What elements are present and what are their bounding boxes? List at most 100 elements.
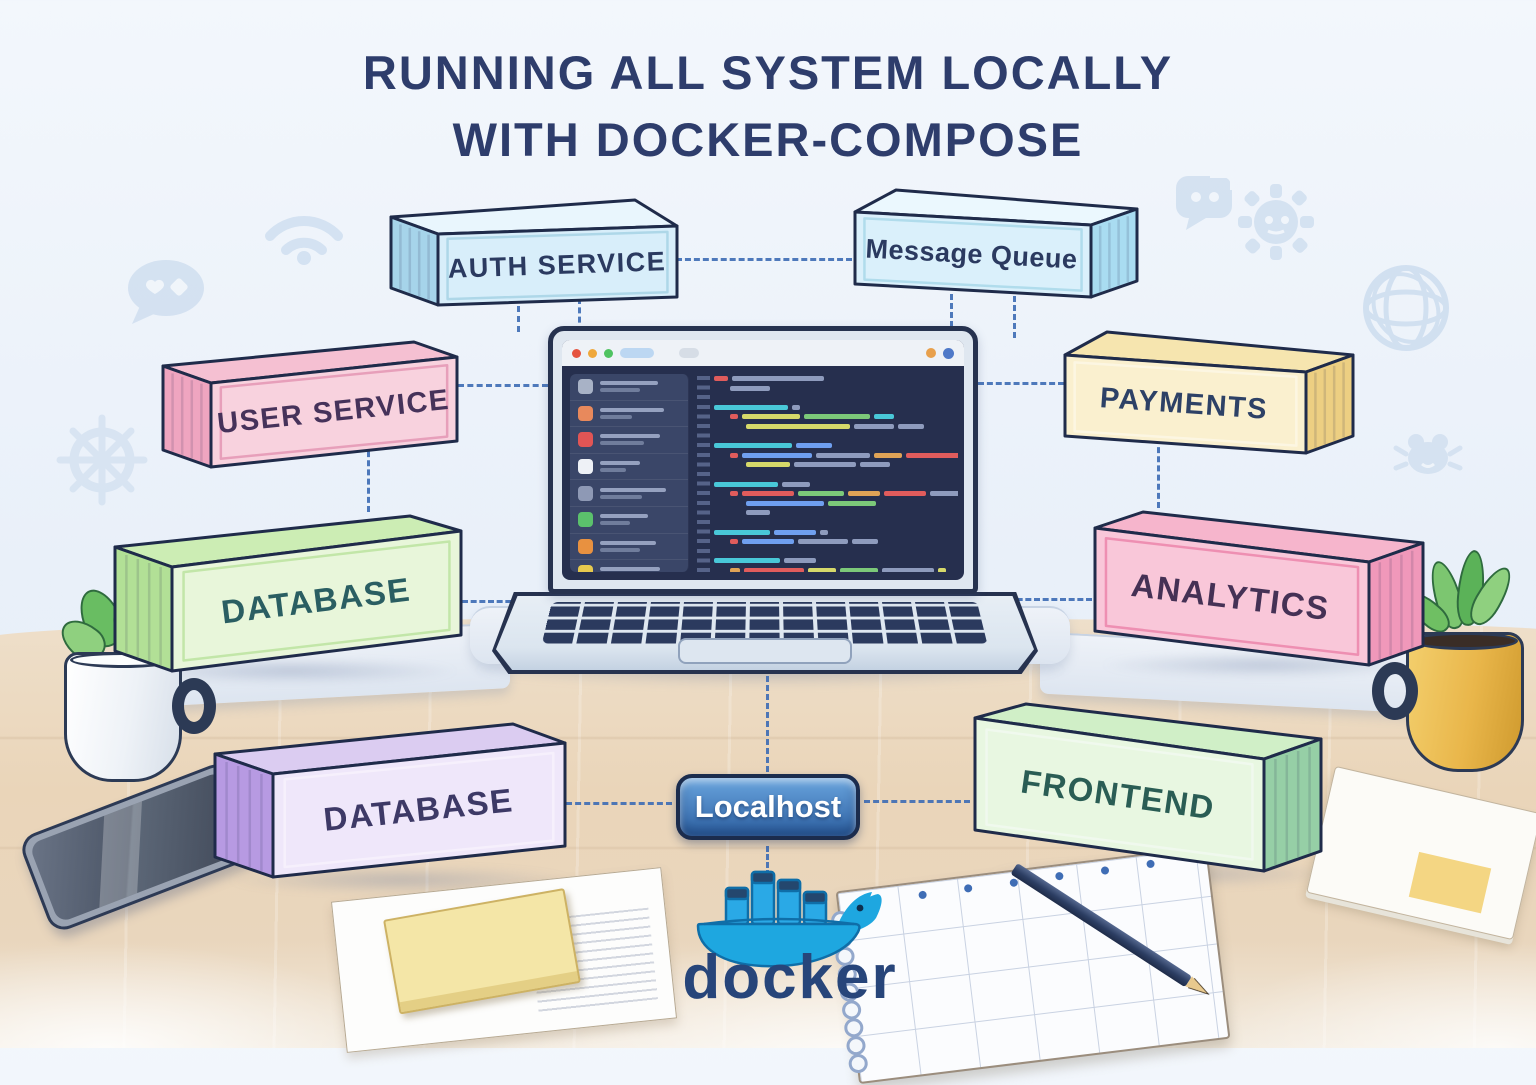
code-line bbox=[714, 423, 958, 429]
laptop-screen bbox=[548, 326, 978, 594]
docker-wordmark: docker bbox=[682, 943, 898, 1012]
globe-icon bbox=[1363, 265, 1449, 351]
code-line bbox=[714, 549, 958, 554]
mug-body bbox=[1406, 632, 1524, 772]
code-line bbox=[714, 481, 958, 487]
address-bar bbox=[679, 348, 699, 358]
service-list-item bbox=[570, 507, 688, 534]
container-box-art bbox=[161, 340, 459, 469]
service-icon bbox=[578, 379, 593, 395]
service-list-item bbox=[570, 427, 688, 454]
service-icon bbox=[578, 538, 593, 554]
connector-database-laptop bbox=[462, 600, 546, 603]
connector-mq-laptop-1 bbox=[950, 294, 953, 336]
container-box-art bbox=[853, 188, 1139, 299]
code-line bbox=[714, 443, 958, 449]
title-line-2: WITH DOCKER-COMPOSE bbox=[452, 112, 1084, 166]
mug-handle bbox=[1372, 662, 1418, 720]
container-label: PAYMENTS bbox=[1098, 381, 1270, 426]
code-line bbox=[714, 404, 958, 410]
code-line bbox=[714, 558, 958, 564]
code-line bbox=[714, 510, 958, 516]
container-box-art bbox=[1063, 330, 1355, 455]
container-box-art bbox=[389, 198, 679, 307]
service-icon bbox=[578, 565, 593, 572]
service-text-bars bbox=[600, 405, 680, 422]
maximize-window-icon bbox=[604, 348, 613, 358]
minimize-window-icon bbox=[588, 348, 597, 358]
localhost-label: Localhost bbox=[694, 789, 842, 824]
service-text-bars bbox=[600, 511, 680, 528]
laptop-deck bbox=[496, 596, 1034, 670]
connector-auth-mq bbox=[676, 258, 852, 261]
service-text-bars bbox=[600, 431, 680, 448]
container-label: AUTH SERVICE bbox=[447, 246, 667, 284]
connector-analytics-laptop bbox=[982, 598, 1092, 601]
container-message-queue: Message Queue bbox=[852, 186, 1140, 300]
code-area bbox=[714, 376, 958, 572]
service-text-bars bbox=[600, 485, 680, 502]
service-icon bbox=[578, 512, 593, 528]
plant-mug-left bbox=[30, 576, 216, 794]
code-line bbox=[714, 376, 958, 381]
wifi-icon bbox=[265, 215, 343, 265]
code-line bbox=[714, 539, 958, 545]
code-line bbox=[714, 491, 958, 497]
service-icon bbox=[578, 485, 593, 501]
browser-titlebar bbox=[562, 340, 964, 366]
bug-icon bbox=[1393, 434, 1463, 474]
mug-body bbox=[64, 652, 182, 782]
browser-tab bbox=[620, 348, 654, 358]
plant-mug-right bbox=[1372, 548, 1536, 800]
laptop-base bbox=[492, 592, 1038, 674]
service-icon bbox=[578, 459, 593, 475]
container-analytics: ANALYTICS bbox=[1092, 508, 1426, 668]
service-text-bars bbox=[600, 538, 680, 555]
service-list-item bbox=[570, 534, 688, 561]
notebook-dot bbox=[918, 889, 928, 899]
message-icon bbox=[1176, 174, 1234, 230]
container-auth-service: AUTH SERVICE bbox=[388, 196, 680, 308]
code-line bbox=[714, 385, 958, 391]
connector-payments-analytics bbox=[1157, 438, 1160, 508]
code-line bbox=[714, 414, 958, 420]
code-line bbox=[714, 520, 958, 525]
notebook-dot bbox=[1009, 877, 1019, 887]
service-icon bbox=[578, 405, 593, 421]
connector-user-database bbox=[367, 442, 370, 512]
service-text-bars bbox=[600, 458, 680, 475]
services-sidebar bbox=[570, 374, 689, 572]
code-line bbox=[714, 472, 958, 477]
connector-laptop-localhost bbox=[766, 676, 769, 772]
container-box-art bbox=[1093, 510, 1425, 667]
container-database-left: DATABASE bbox=[112, 512, 464, 674]
title-line-1: RUNNING ALL SYSTEM LOCALLY bbox=[362, 46, 1174, 99]
connector-payments-laptop bbox=[978, 382, 1064, 385]
editor-body bbox=[562, 366, 964, 580]
container-payments: PAYMENTS bbox=[1062, 328, 1356, 456]
spiral-ring bbox=[847, 1052, 869, 1075]
connector-localhost-docker bbox=[766, 846, 769, 876]
code-line bbox=[714, 529, 958, 535]
service-icon bbox=[578, 432, 593, 448]
notebook-dot bbox=[963, 883, 973, 893]
profile-icon bbox=[943, 347, 954, 359]
notepad-tab bbox=[1408, 851, 1492, 914]
editor-window bbox=[562, 340, 964, 580]
connector-auth-laptop-2 bbox=[578, 298, 581, 332]
close-window-icon bbox=[572, 348, 581, 358]
service-text-bars bbox=[600, 564, 680, 572]
code-line bbox=[714, 395, 958, 400]
service-list-item bbox=[570, 480, 688, 507]
connector-mq-laptop-2 bbox=[1013, 296, 1016, 338]
service-list-item bbox=[570, 401, 688, 428]
code-line bbox=[714, 452, 958, 458]
docker-whale-icon bbox=[696, 870, 882, 968]
container-box-art bbox=[213, 722, 567, 879]
code-line bbox=[714, 462, 958, 468]
localhost-button: Localhost bbox=[676, 774, 860, 840]
container-box-art bbox=[113, 514, 463, 673]
spiral-ring bbox=[845, 1035, 867, 1057]
connector-user-laptop bbox=[458, 384, 548, 387]
container-box-art bbox=[973, 702, 1323, 873]
